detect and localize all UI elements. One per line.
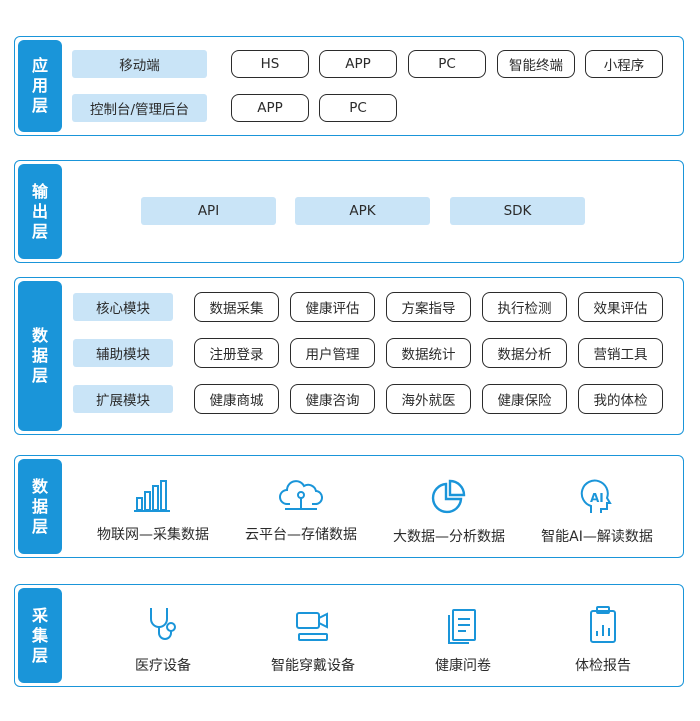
aux-item-4: 数据分析	[482, 338, 567, 368]
ai-head-icon: AI	[580, 479, 612, 513]
core-item-3: 方案指导	[386, 292, 471, 322]
pipeline-ai: AI 智能AI—解读数据	[517, 478, 677, 546]
aux-item-3: 数据统计	[386, 338, 471, 368]
collect-wearable: 智能穿戴设备	[233, 605, 393, 675]
category-console: 控制台/管理后台	[72, 94, 207, 122]
app-item-smart-terminal: 智能终端	[497, 50, 575, 78]
app-item-hs: HS	[231, 50, 309, 78]
output-item-apk: APK	[295, 197, 430, 225]
aux-item-1: 注册登录	[194, 338, 279, 368]
output-layer-label: 输出层	[18, 164, 62, 259]
core-item-4: 执行检测	[482, 292, 567, 322]
app-layer-label: 应用层	[18, 40, 62, 132]
cloud-upload-icon	[279, 480, 323, 510]
ext-item-1: 健康商城	[194, 384, 279, 414]
aux-item-5: 营销工具	[578, 338, 663, 368]
core-item-2: 健康评估	[290, 292, 375, 322]
output-layer: 输出层 API APK SDK	[14, 160, 684, 263]
collect-report-label: 体检报告	[575, 658, 631, 674]
aux-item-2: 用户管理	[290, 338, 375, 368]
pipeline-iot: 物联网—采集数据	[73, 478, 233, 544]
pipeline-ai-label: 智能AI—解读数据	[541, 529, 653, 545]
collect-layer: 采集层 医疗设备 智能穿戴设备 健康问卷	[14, 584, 684, 687]
pipeline-bigdata-label: 大数据—分析数据	[393, 529, 505, 545]
data-layer-pipeline-label: 数据层	[18, 459, 62, 554]
pipeline-cloud: 云平台—存储数据	[221, 478, 381, 544]
collect-questionnaire: 健康问卷	[383, 605, 543, 675]
output-item-api: API	[141, 197, 276, 225]
app-item-app: APP	[319, 50, 397, 78]
collect-report: 体检报告	[523, 605, 683, 675]
data-layer-modules: 数据层 核心模块 数据采集 健康评估 方案指导 执行检测 效果评估 辅助模块 注…	[14, 277, 684, 435]
category-auxiliary: 辅助模块	[73, 339, 173, 367]
wearable-device-icon	[296, 612, 328, 641]
app-layer: 应用层 移动端 HS APP PC 智能终端 小程序 控制台/管理后台 APP …	[14, 36, 684, 136]
report-clipboard-icon	[590, 606, 616, 643]
collect-layer-label: 采集层	[18, 588, 62, 683]
console-item-app: APP	[231, 94, 309, 122]
app-item-pc: PC	[408, 50, 486, 78]
ext-item-5: 我的体检	[578, 384, 663, 414]
ai-text-glyph: AI	[590, 491, 604, 505]
pipeline-bigdata: 大数据—分析数据	[369, 478, 529, 546]
pipeline-cloud-label: 云平台—存储数据	[245, 527, 357, 543]
collect-medical-label: 医疗设备	[135, 658, 191, 674]
console-item-pc: PC	[319, 94, 397, 122]
collect-wearable-label: 智能穿戴设备	[271, 658, 355, 674]
ext-item-2: 健康咨询	[290, 384, 375, 414]
category-mobile: 移动端	[72, 50, 207, 78]
category-core: 核心模块	[73, 293, 173, 321]
output-item-sdk: SDK	[450, 197, 585, 225]
core-item-5: 效果评估	[578, 292, 663, 322]
stethoscope-icon	[150, 608, 176, 640]
data-layer-modules-label: 数据层	[18, 281, 62, 431]
ext-item-4: 健康保险	[482, 384, 567, 414]
core-item-1: 数据采集	[194, 292, 279, 322]
collect-questionnaire-label: 健康问卷	[435, 658, 491, 674]
data-layer-pipeline: 数据层 物联网—采集数据 云平台—存储数据 大数据—分析数据 AI	[14, 455, 684, 558]
app-item-mini-program: 小程序	[585, 50, 663, 78]
category-extension: 扩展模块	[73, 385, 173, 413]
questionnaire-icon	[448, 609, 476, 644]
pie-chart-icon	[431, 479, 466, 514]
bar-chart-icon	[134, 480, 170, 512]
ext-item-3: 海外就医	[386, 384, 471, 414]
pipeline-iot-label: 物联网—采集数据	[97, 527, 209, 543]
collect-medical: 医疗设备	[83, 605, 243, 675]
